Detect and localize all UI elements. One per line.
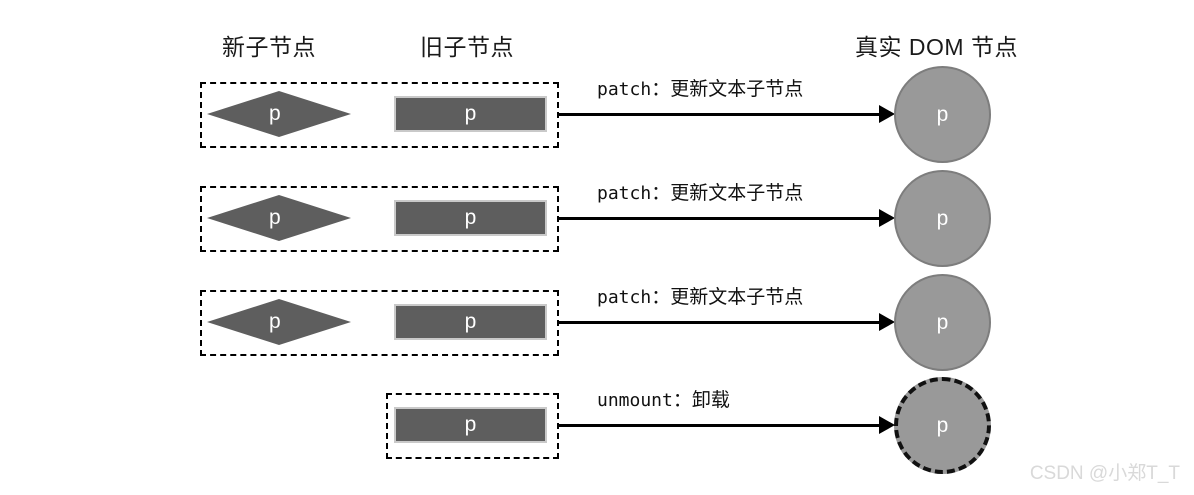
- old-node-label: p: [464, 102, 477, 125]
- diamond-icon: [207, 91, 351, 137]
- arrow-head-icon: [879, 105, 895, 123]
- operation-separator: ：: [651, 287, 671, 308]
- operation-text: 更新文本子节点: [670, 287, 804, 308]
- operation-separator: ：: [651, 183, 671, 204]
- old-node-rectangle[interactable]: p: [394, 407, 547, 443]
- row-group-box: [386, 393, 559, 459]
- dom-node-circle[interactable]: p: [894, 170, 991, 267]
- operation-keyword: patch: [597, 287, 652, 308]
- arrow-caption: patch：更新文本子节点: [597, 178, 803, 205]
- diamond-icon: [207, 195, 351, 241]
- dom-node-label: p: [936, 413, 949, 437]
- dom-node-circle-unmounted[interactable]: p: [894, 377, 991, 474]
- old-node-label: p: [464, 206, 477, 229]
- diamond-icon: [207, 299, 351, 345]
- operation-keyword: patch: [597, 183, 652, 204]
- dom-node-circle[interactable]: p: [894, 66, 991, 163]
- column-header-real-dom: 真实 DOM 节点: [855, 34, 1018, 60]
- column-header-old-children: 旧子节点: [420, 34, 514, 60]
- dom-node-circle[interactable]: p: [894, 274, 991, 371]
- row-group-box: [200, 186, 559, 252]
- new-node-diamond[interactable]: p: [207, 299, 351, 345]
- dom-node-label: p: [936, 102, 949, 126]
- operation-separator: ：: [651, 79, 671, 100]
- arrow-head-icon: [879, 209, 895, 227]
- arrow-caption: patch：更新文本子节点: [597, 282, 803, 309]
- operation-text: 卸载: [691, 390, 730, 411]
- operation-separator: ：: [672, 390, 692, 411]
- old-node-rectangle[interactable]: p: [394, 304, 547, 340]
- new-node-diamond[interactable]: p: [207, 91, 351, 137]
- old-node-label: p: [464, 413, 477, 436]
- dom-node-label: p: [936, 206, 949, 230]
- new-node-diamond[interactable]: p: [207, 195, 351, 241]
- operation-keyword: patch: [597, 79, 652, 100]
- operation-text: 更新文本子节点: [670, 183, 804, 204]
- column-header-new-children: 新子节点: [222, 34, 316, 60]
- dom-node-label: p: [936, 310, 949, 334]
- arrow-line: [559, 424, 881, 427]
- arrow-caption: unmount：卸载: [597, 385, 730, 412]
- operation-text: 更新文本子节点: [670, 79, 804, 100]
- row-group-box: [200, 82, 559, 148]
- watermark: CSDN @小郑T_T: [1029, 463, 1180, 484]
- old-node-rectangle[interactable]: p: [394, 96, 547, 132]
- arrow-line: [559, 217, 881, 220]
- row-group-box: [200, 290, 559, 356]
- old-node-label: p: [464, 310, 477, 333]
- operation-keyword: unmount: [597, 390, 673, 411]
- arrow-head-icon: [879, 416, 895, 434]
- arrow-head-icon: [879, 313, 895, 331]
- arrow-line: [559, 321, 881, 324]
- arrow-line: [559, 113, 881, 116]
- old-node-rectangle[interactable]: p: [394, 200, 547, 236]
- arrow-caption: patch：更新文本子节点: [597, 74, 803, 101]
